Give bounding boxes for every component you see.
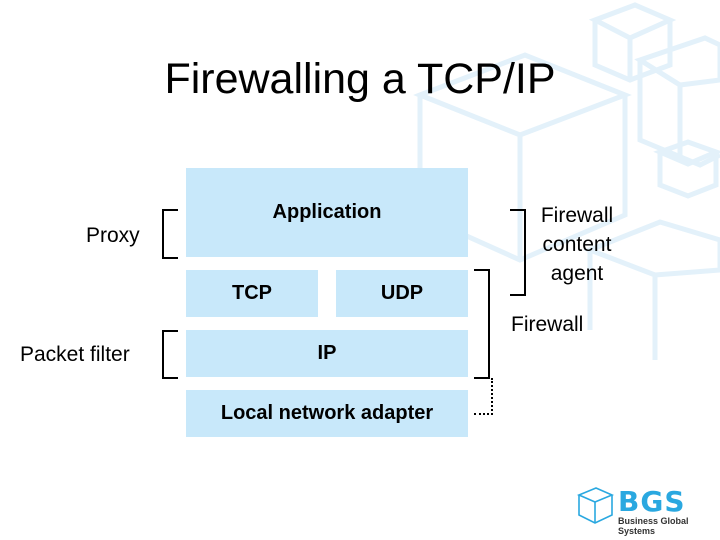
- proxy-bracket: [162, 209, 178, 259]
- firewall-label: Firewall: [511, 313, 584, 336]
- ip-layer: IP: [186, 330, 468, 377]
- application-layer: Application: [186, 168, 468, 257]
- firewall-bracket: [474, 269, 490, 379]
- packet-filter-bracket: [162, 330, 178, 379]
- slide-title: Firewalling a TCP/IP: [164, 55, 556, 103]
- tcp-layer: TCP: [186, 270, 318, 317]
- packet-filter-label: Packet filter: [20, 343, 130, 366]
- firewall-content-agent-bracket: [510, 209, 526, 296]
- firewall-content-agent-line-1: Firewall: [540, 204, 614, 227]
- firewall-content-agent-line-3: agent: [550, 262, 604, 285]
- udp-layer: UDP: [336, 270, 468, 317]
- local-network-adapter-layer: Local network adapter: [186, 390, 468, 437]
- firewall-content-agent-line-2: content: [542, 233, 612, 256]
- firewall-dotted-extension: [474, 378, 493, 415]
- bgs-logo-text: BGS: [618, 485, 686, 518]
- cube-icon: [576, 487, 615, 524]
- bgs-logo-subtitle: Business Global Systems: [618, 516, 689, 536]
- proxy-label: Proxy: [86, 224, 140, 247]
- firewall-content-agent-label: Firewall content agent: [530, 201, 624, 288]
